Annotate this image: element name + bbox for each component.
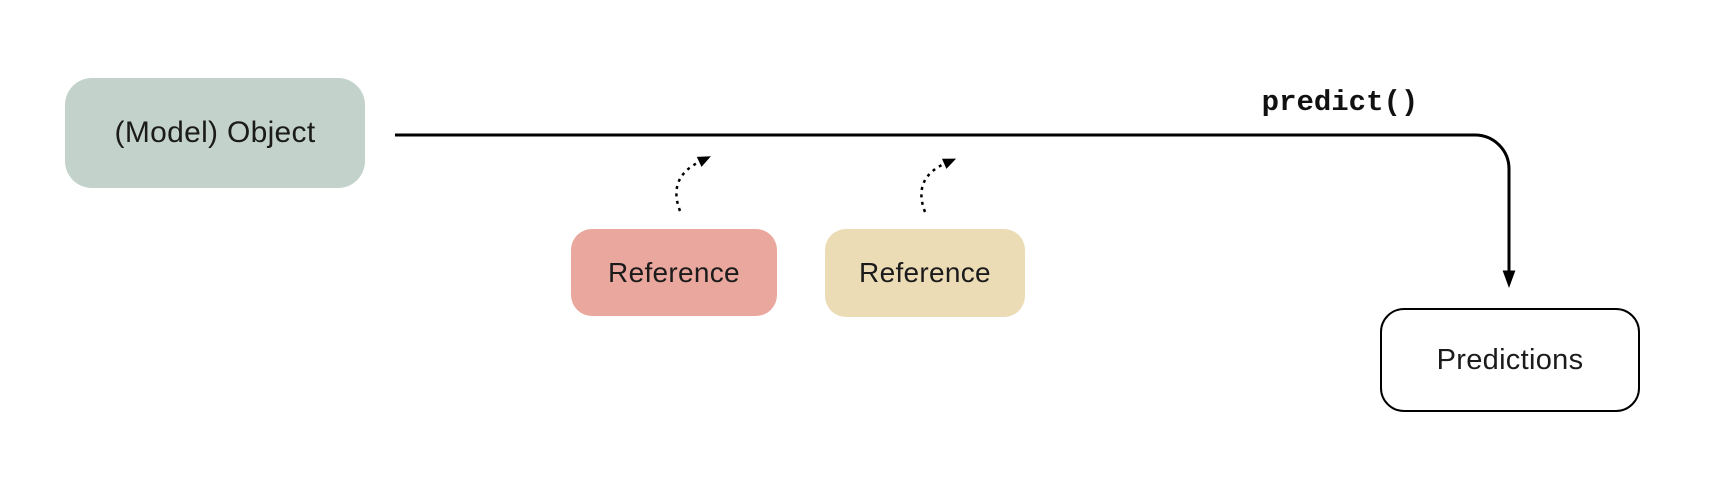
reference-2-arrowhead: [942, 158, 957, 169]
reference-2-dashed-arrow: [920, 161, 947, 213]
predict-flow-line: [395, 133, 1511, 272]
node-model-object-label: (Model) Object: [114, 116, 316, 149]
node-reference-1-label: Reference: [608, 256, 740, 288]
predict-edge-label: predict(): [1261, 86, 1419, 119]
node-reference-2-label: Reference: [859, 257, 991, 288]
node-predictions: Predictions: [1380, 308, 1640, 412]
node-predictions-label: Predictions: [1436, 343, 1584, 376]
node-reference-1: Reference: [571, 229, 777, 316]
node-reference-2: Reference: [825, 229, 1025, 317]
node-model-object: (Model) Object: [65, 78, 365, 188]
predict-flow-arrowhead: [1502, 270, 1516, 288]
reference-1-arrowhead: [696, 156, 711, 167]
reference-1-dashed-arrow: [675, 159, 702, 212]
